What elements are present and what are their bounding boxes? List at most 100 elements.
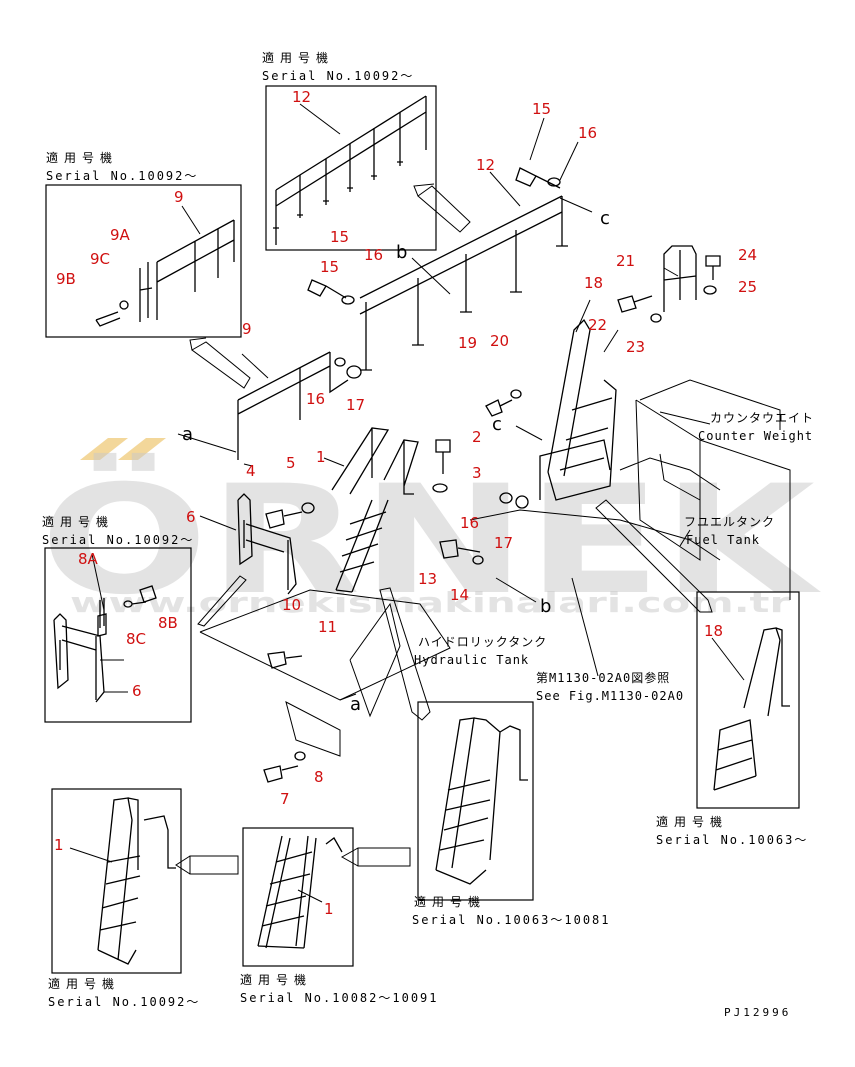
watermark-brand: ÖRNEK — [40, 452, 821, 628]
part-number: 18 — [704, 622, 723, 640]
handrail-6-detail — [53, 598, 105, 703]
box-top-left — [45, 184, 242, 338]
callout-b-top: b — [396, 242, 407, 263]
box-top-center — [265, 85, 437, 251]
part-number: 15 — [330, 228, 349, 246]
part-number: 16 — [364, 246, 383, 264]
part-number: 16 — [460, 514, 479, 532]
part-number: 12 — [476, 156, 495, 174]
component-labels: カウンタウエイト Counter Weight フユエルタンク Fuel Tan… — [414, 411, 814, 1019]
ladder-detail-a — [435, 717, 528, 885]
part-number: 9B — [56, 270, 76, 288]
part-number: 1 — [324, 900, 334, 918]
part-number: 22 — [588, 316, 607, 334]
serial-jp-mid-left: 適用号機 — [42, 514, 114, 529]
serial-en-right: Serial No.10063～ — [656, 833, 808, 847]
part-number: 12 — [292, 88, 311, 106]
watermark-dots — [80, 438, 166, 460]
watermark-dot-1 — [80, 438, 128, 460]
callout-a-mid: a — [350, 694, 361, 715]
detail-boxes — [44, 85, 800, 974]
center-ladder-1 — [331, 427, 419, 593]
ladder-detail-right — [713, 627, 790, 791]
reference-en: See Fig.M1130-02A0 — [536, 689, 684, 703]
counter-weight-en: Counter Weight — [698, 429, 813, 443]
part-number: 5 — [286, 454, 296, 472]
handrail-6-center — [237, 493, 297, 595]
callout-letters: b c a c b a — [182, 208, 610, 715]
serial-jp-right: 適用号機 — [656, 814, 728, 829]
box-ladder-b — [242, 827, 354, 967]
serial-jp-top-left: 適用号機 — [46, 150, 118, 165]
leader-lines — [69, 103, 745, 903]
box-mid-left — [44, 547, 192, 723]
serial-en-ladder-a: Serial No.10063～10081 — [412, 913, 611, 927]
serial-en-mid-left: Serial No.10092～ — [42, 533, 194, 547]
callout-a-left: a — [182, 424, 193, 445]
part-number: 15 — [532, 100, 551, 118]
part-number: 10 — [282, 596, 301, 614]
part-number: 4 — [246, 462, 256, 480]
part-number: 9C — [90, 250, 110, 268]
part-number: 6 — [186, 508, 196, 526]
serial-en-ladder-b: Serial No.10082～10091 — [240, 991, 439, 1005]
hydraulic-tank-panel — [199, 589, 451, 757]
part-number: 8B — [158, 614, 178, 632]
serial-jp-ladder-b: 適用号機 — [240, 972, 312, 987]
watermark-dot-2 — [118, 438, 166, 460]
callout-c-mid: c — [492, 414, 502, 435]
part-number: 8A — [78, 550, 99, 568]
drawing-code: PJ12996 — [724, 1006, 791, 1019]
part-number: 24 — [738, 246, 757, 264]
part-number: 25 — [738, 278, 757, 296]
fuel-tank-en: Fuel Tank — [686, 533, 760, 547]
part-number: 7 — [280, 790, 290, 808]
part-number: 19 — [458, 334, 477, 352]
callout-b-mid: b — [540, 596, 551, 617]
fuel-tank-jp: フユエルタンク — [684, 515, 775, 529]
hydraulic-tank-jp: ハイドロリックタンク — [418, 635, 547, 649]
handrail-detail-9 — [95, 219, 235, 327]
watermark: ÖRNEK www.ornekismakinalari.com.tr — [40, 438, 821, 628]
part-number: 3 — [472, 464, 482, 482]
box-ladder-c — [51, 788, 182, 974]
part-number: 14 — [450, 586, 469, 604]
part-number: 20 — [490, 332, 509, 350]
part-number: 1 — [54, 836, 64, 854]
part-number: 1 — [316, 448, 326, 466]
serial-jp-ladder-c: 適用号機 — [48, 976, 120, 991]
part-number: 15 — [320, 258, 339, 276]
serial-jp-top-center: 適用号機 — [262, 50, 334, 65]
part-number: 23 — [626, 338, 645, 356]
part-number: 8 — [314, 768, 324, 786]
fasteners — [97, 167, 721, 783]
serial-en-top-center: Serial No.10092～ — [262, 69, 414, 83]
direction-arrows — [175, 183, 713, 875]
part-numbers: 12 15 15 16 12 9 9A 9C 9B 15 16 9 16 17 … — [54, 88, 757, 918]
watermark-url: www.ornekismakinalari.com.tr — [70, 586, 790, 619]
part-number: 11 — [318, 618, 337, 636]
part-number: 6 — [132, 682, 142, 700]
part-number: 2 — [472, 428, 482, 446]
reference-jp: 第M1130-02A0図参照 — [536, 670, 670, 685]
part-number: 17 — [346, 396, 365, 414]
fuel-tank-outline — [469, 457, 721, 561]
serial-labels: 適用号機 Serial No.10092～ 適用号機 Serial No.100… — [42, 50, 808, 1009]
box-ladder-a — [417, 701, 534, 901]
ladder-18 — [539, 318, 617, 501]
counter-weight-jp: カウンタウエイト — [710, 411, 814, 425]
counter-weight-outline — [635, 379, 791, 600]
ladder-21 — [663, 245, 697, 312]
hydraulic-tank-en: Hydraulic Tank — [414, 653, 529, 667]
part-number: 8C — [126, 630, 146, 648]
part-number: 13 — [418, 570, 437, 588]
part-number: 9 — [242, 320, 252, 338]
box-right — [696, 591, 800, 809]
part-number: 17 — [494, 534, 513, 552]
part-number: 18 — [584, 274, 603, 292]
main-handrail-9 — [237, 351, 349, 460]
part-number: 9 — [174, 188, 184, 206]
serial-jp-ladder-a: 適用号機 — [414, 894, 486, 909]
callout-c-top: c — [600, 208, 610, 229]
